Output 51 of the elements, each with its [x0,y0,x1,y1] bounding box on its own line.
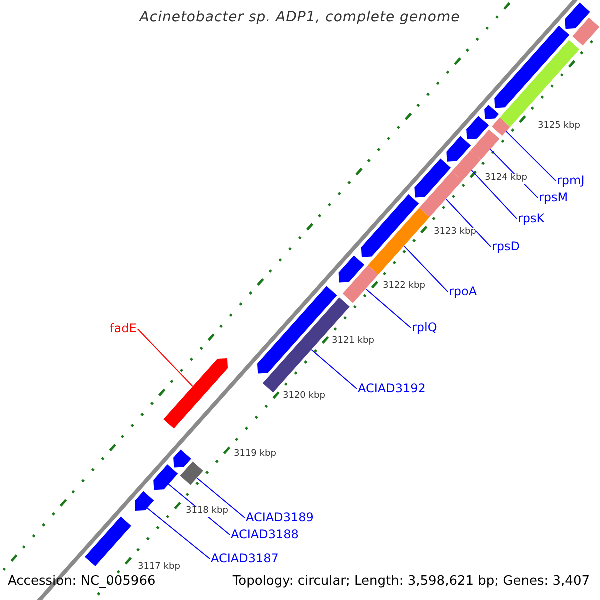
gene-feature [494,26,570,108]
scale-label: 3125 kbp [538,122,580,132]
scale-label: 3118 kbp [186,507,228,517]
gene-label: rpoA [449,285,478,299]
gene-feature [85,516,132,566]
scale-label: 3121 kbp [332,337,374,347]
gene-feature [565,2,590,30]
genome-stats-text: Topology: circular; Length: 3,598,621 bp; Genes: 3,407 [232,574,590,590]
gene-feature [154,464,178,490]
gene-feature [419,172,462,218]
gene-label: rpmJ [557,174,585,188]
leader-line [146,508,210,560]
gene-feature [466,116,490,140]
scale-label: 3117 kbp [138,563,180,573]
scale-label: 3119 kbp [234,450,276,460]
gene-feature [361,194,420,258]
gene-feature [414,158,452,198]
gene-feature [164,358,228,429]
gene-label: ACIAD3192 [358,382,426,396]
gene-label: rplQ [412,321,438,335]
accession-text: Accession: NC_005966 [8,574,156,590]
gene-feature [572,18,600,46]
title: Acinetobacter sp. ADP1, complete genome [140,9,460,26]
leader-line [311,349,358,390]
leader-line [471,170,518,220]
gene-feature [174,450,192,468]
leader-line [506,131,556,182]
gene-feature [452,150,482,181]
gene-label: rpsD [492,240,520,254]
gene-label: rpsK [518,212,545,226]
leader-line [404,246,448,292]
gene-feature [338,256,364,283]
gene-feature [470,130,500,160]
scale-label: 3123 kbp [434,228,476,238]
gene-feature [342,266,378,304]
gene-label: ACIAD3189 [246,511,314,525]
gene-label: ACIAD3188 [231,528,299,542]
gene-label: fadE [110,322,137,336]
gene-feature [180,462,204,486]
gene-feature [135,491,154,511]
leader-line [137,328,194,388]
leader-line [365,288,412,328]
gene-label: rpsM [539,191,568,205]
scale-label: 3120 kbp [283,392,326,402]
gene-label: ACIAD3187 [211,552,279,566]
gene-feature [492,118,510,136]
gene-feature [446,136,472,162]
gene-feature [484,105,500,120]
gene-feature [368,208,430,275]
scale-label: 3122 kbp [383,282,426,292]
scale-label: 3124 kbp [485,174,528,184]
